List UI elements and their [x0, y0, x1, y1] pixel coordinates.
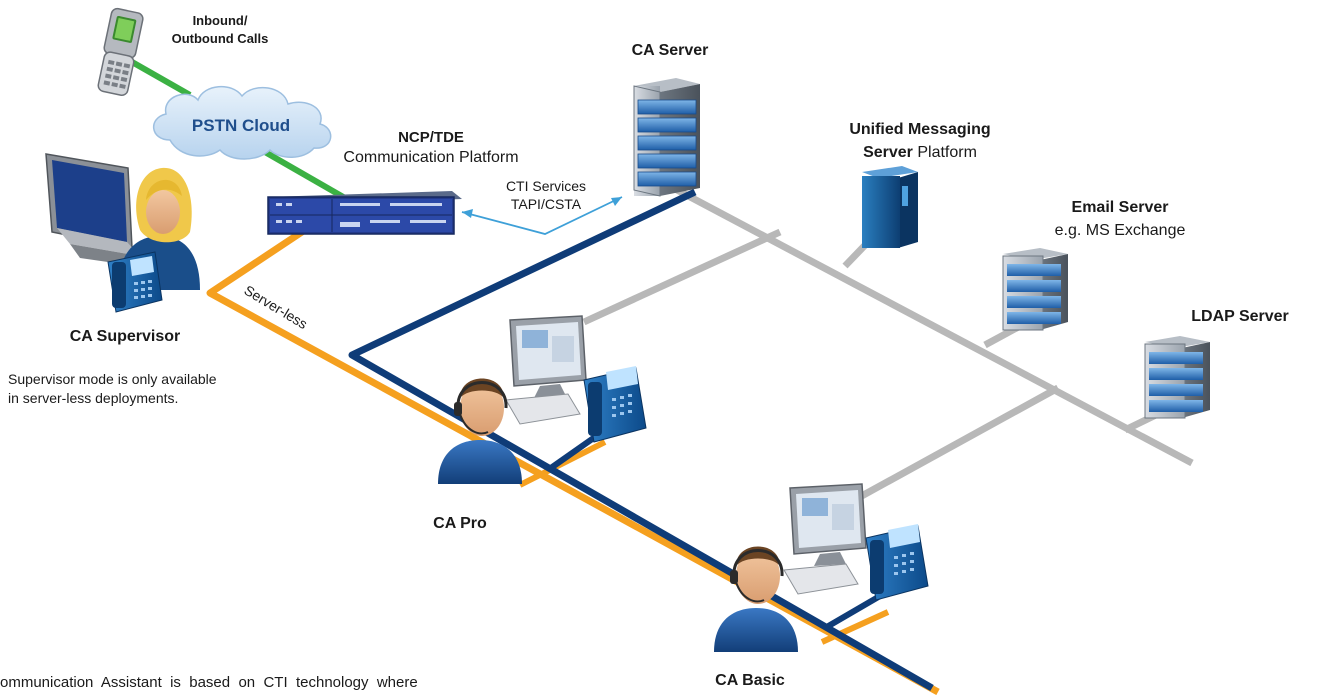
- calls-label: Inbound/ Outbound Calls: [160, 12, 280, 48]
- cti-label-line1: CTI Services: [505, 178, 587, 194]
- server-tower-icon: [862, 166, 918, 248]
- supervisor-note-line2: in server-less deployments.: [8, 390, 179, 406]
- desk-phone-icon: [583, 366, 647, 443]
- navy-basic-branch: [823, 593, 882, 631]
- monitor-icon: [509, 315, 587, 398]
- desk-phone-icon: [865, 524, 929, 601]
- server-tower-icon: [633, 78, 700, 197]
- orange-basic-branch: [820, 609, 890, 645]
- mobile-phone-icon: [97, 7, 144, 96]
- lan-pro-line: [582, 228, 782, 326]
- ncp-label: NCP/TDE Communication Platform: [316, 128, 546, 168]
- supervisor-note-line1: Supervisor mode is only available: [8, 371, 217, 387]
- keyboard-icon: [505, 393, 581, 425]
- ldap-server-label: LDAP Server: [1191, 308, 1289, 325]
- serverless-label: Server-less: [241, 282, 310, 332]
- cti-label: CTI Services TAPI/CSTA: [486, 177, 606, 213]
- person-icon: [438, 378, 522, 484]
- um-label-line1: Unified Messaging: [849, 121, 991, 138]
- lan-basic-line: [856, 384, 1060, 502]
- server-tower-icon: [1144, 336, 1210, 419]
- ca-server-label: CA Server: [631, 42, 709, 59]
- calls-label-line1: Inbound/: [192, 13, 248, 28]
- pstn-cloud-label: PSTN Cloud: [192, 116, 290, 135]
- desk-phone-icon: [107, 251, 163, 313]
- keyboard-icon: [783, 563, 859, 595]
- supervisor-note: Supervisor mode is only available in ser…: [8, 370, 217, 408]
- email-title: Email Server: [1071, 199, 1169, 216]
- serverless-line: [206, 207, 940, 695]
- server-tower-icon: [1002, 248, 1068, 331]
- cloud-icon: [153, 86, 332, 160]
- email-server-label: Email Server e.g. MS Exchange: [1020, 196, 1220, 242]
- cti-label-line2: TAPI/CSTA: [510, 196, 582, 212]
- headset-icon: [730, 549, 784, 603]
- footer-text: ommunication Assistant is based on CTI t…: [0, 674, 418, 691]
- cti-arrow: [461, 196, 623, 235]
- lan-backbone-line: [660, 178, 1194, 467]
- monitor-icon: [789, 483, 867, 566]
- ca-basic-label: CA Basic: [715, 672, 785, 689]
- um-server-label: Unified Messaging Server Platform: [810, 118, 1030, 164]
- ncp-subtitle: Communication Platform: [343, 149, 519, 166]
- ca-pro-label: CA Pro: [433, 515, 487, 532]
- ca-supervisor-label: CA Supervisor: [69, 328, 181, 345]
- um-label-server: Server: [863, 144, 913, 161]
- laptop-icon: [45, 153, 150, 268]
- headset-icon: [454, 381, 508, 435]
- pstn-ncp-line: [256, 145, 347, 201]
- calls-label-line2: Outbound Calls: [171, 31, 269, 46]
- um-label-platform: Platform: [912, 144, 977, 161]
- orange-pro-branch: [518, 439, 607, 488]
- email-subtitle: e.g. MS Exchange: [1054, 222, 1186, 239]
- person-icon: [714, 546, 798, 652]
- pstn-line: [123, 55, 192, 98]
- ncp-title: NCP/TDE: [398, 129, 464, 146]
- pbx-rack-icon: [267, 191, 462, 235]
